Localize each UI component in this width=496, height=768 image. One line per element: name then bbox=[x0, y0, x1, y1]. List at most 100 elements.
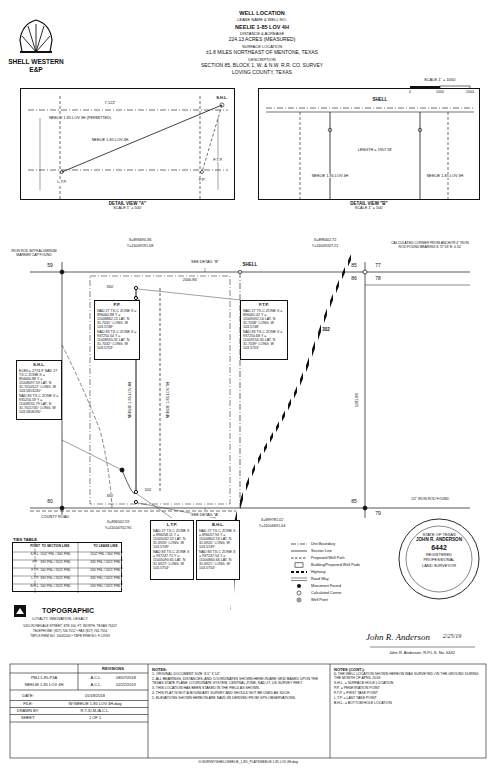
box-text: 3. THIS LOCATION HAS BEEN STAKED IN THE … bbox=[152, 687, 326, 691]
legend-text: Building/Proposed Well Pads bbox=[311, 563, 360, 567]
seal-line: PROFESSIONAL bbox=[408, 557, 470, 562]
plat-label: TELEPHONE: (817) 744-7512 • FAX (817) 74… bbox=[32, 630, 107, 634]
monuments bbox=[60, 270, 367, 510]
legend: Unit BoundarySection LineProposed Well P… bbox=[290, 540, 390, 603]
plat-label: 5281.88' bbox=[355, 392, 359, 407]
plat-label: Y=11004691.04 bbox=[258, 524, 285, 528]
legend-sample bbox=[290, 576, 308, 582]
box-text: NAD 27 TX-C ZONE X = 896057.94 Y = 11004… bbox=[199, 529, 237, 549]
box-text: NAD 83 TX-C ZONE X = 937247.54 Y = 11004… bbox=[199, 550, 237, 570]
box-text: P.P. = PENETRATION POINT bbox=[334, 687, 482, 691]
detail-view: DETAIL VIEW "B"SCALE 1" = 500' bbox=[258, 88, 480, 200]
topographic-logo bbox=[14, 605, 26, 617]
plat-label: LOVING COUNTY, TEXAS bbox=[232, 70, 293, 76]
plat-label: John R. Anderson, R.P.L.S. No. 6442 bbox=[389, 651, 456, 655]
box-heading: NOTES: bbox=[152, 668, 326, 672]
box-text: S.H.L. = SURFACE HOLE LOCATION bbox=[334, 682, 482, 686]
plat-label: 224.13 ACRES (MEASURED) bbox=[228, 37, 295, 43]
plat-label: 330' bbox=[106, 494, 114, 498]
detail-a-sketch bbox=[28, 96, 228, 200]
plat-label: DESCRIPTION bbox=[248, 58, 276, 62]
box-text: 4. THIS PLAT IS NOT A BOUNDARY SURVEY AN… bbox=[152, 692, 326, 696]
plat-label: CALCULATED CORNER FROM ANCHOR 4" IRON RO… bbox=[388, 242, 473, 249]
legend-text: Monument Found bbox=[311, 584, 341, 588]
plat-label: 1000 bbox=[436, 91, 445, 95]
box-text: ELEV.= 2774.9' NAD 27 TX-C ZONE X = 8940… bbox=[19, 369, 59, 393]
seal-text: STATE OF TEXASJOHN R. ANDERSON6442REGIST… bbox=[408, 532, 470, 568]
plat-label: 7,122' bbox=[104, 101, 116, 105]
leader-lines bbox=[62, 268, 240, 518]
seal-line: 6442 bbox=[408, 543, 470, 552]
plat-label: S.H.L. bbox=[216, 96, 228, 100]
detail-scale: SCALE 1" = 500' bbox=[21, 206, 234, 210]
plat-label: P.P. bbox=[198, 178, 205, 182]
legend-sample bbox=[290, 562, 308, 568]
plat-label: L.T.P. bbox=[57, 180, 68, 184]
table-cell: P.P. bbox=[32, 561, 38, 565]
box-heading: B.H.L. bbox=[199, 523, 237, 528]
legend-sample bbox=[290, 583, 308, 589]
table-cell: S.H.L. bbox=[30, 553, 40, 557]
detail-scale: SCALE 1" = 500' bbox=[259, 206, 479, 210]
plat-label: X=899781.02 bbox=[260, 518, 283, 522]
seal-line: LAND SURVEYOR bbox=[408, 563, 470, 568]
plat-label: 1 OF 1 bbox=[88, 716, 101, 720]
plat-label: NEELIE 1-85 LOV 3H bbox=[166, 381, 170, 419]
box-text: NAD 83 TX-C ZONE X = 937247.71 Y = 11005… bbox=[153, 550, 191, 570]
box-text: 5. ELEVATIONS SHOWN HEREON ARE NAVD 88 D… bbox=[152, 697, 326, 701]
table-cell: REVISIONS bbox=[102, 666, 125, 670]
table-heading: TIES TABLE bbox=[13, 537, 37, 543]
plat-label: TOPOGRAPHIC bbox=[42, 607, 95, 615]
table-cell: 100' FSL / 2015' FWL bbox=[90, 585, 121, 589]
plat-label: SHELL WESTERN bbox=[8, 58, 64, 65]
legend-sample bbox=[290, 590, 308, 596]
plat-label: 85 bbox=[351, 263, 357, 269]
plat-label: SHELL bbox=[242, 263, 258, 268]
plat-label: NEELIE 1-85 LOV 3H (PERMITTED) bbox=[48, 116, 111, 120]
plat-label: 0 bbox=[409, 91, 412, 95]
legend-sample bbox=[290, 548, 308, 554]
plat-label: SHEET: bbox=[21, 716, 36, 720]
box-text: NAD 27 TX-C ZONE X = 896061.02 Y = 11009… bbox=[243, 309, 285, 329]
plat-label: A.C.L. bbox=[90, 683, 102, 687]
table-cell: TO LEASE LINE bbox=[93, 545, 118, 549]
table-cell: 1102' FNL / 300' FWL bbox=[40, 553, 71, 557]
table-cell: 330' FNL / 2015' FWL bbox=[90, 561, 121, 565]
table-cell: F.T.P. bbox=[31, 569, 39, 573]
title-text: WELL LOCATION bbox=[239, 10, 285, 16]
table-cell: L.T.P. bbox=[31, 577, 40, 581]
plat-label: Y=11009191.08 bbox=[126, 244, 153, 248]
box-text: NAD 27 TX-C ZONE X = 896060.88 Y = 11008… bbox=[97, 309, 137, 329]
box-heading: L.T.P. bbox=[153, 523, 191, 528]
plat-label: NEELIE 1-85 LOV 4H bbox=[91, 138, 129, 142]
legend-text: Well Point bbox=[311, 598, 328, 602]
table-cell: 330' FNL / 2015' FWL bbox=[40, 561, 71, 565]
plat-label: LOYALTY. INNOVATION. LEGACY bbox=[32, 618, 88, 622]
legend-sample bbox=[290, 541, 308, 547]
detail-title: DETAIL VIEW "B" bbox=[259, 201, 479, 206]
legend-row: Building/Proposed Well Pads bbox=[290, 561, 390, 568]
plat-label: DATE: bbox=[22, 694, 34, 698]
plat-label: DISTANCE & ACREAGE bbox=[240, 32, 285, 36]
table-cell: TO SECTION LINE bbox=[41, 545, 69, 549]
box-text: B.H.L. = BOTTOM HOLE LOCATION bbox=[334, 702, 482, 706]
legend-sample bbox=[290, 569, 308, 575]
box-text: NAD 83 TX-C ZONE X = 935250.59 Y = 11008… bbox=[19, 394, 59, 414]
plat-label: 86 bbox=[351, 276, 357, 282]
plat-label: Y=11009207.21 bbox=[311, 244, 338, 248]
plat-label: E&P bbox=[29, 66, 43, 73]
plat-label: 2/25/19 bbox=[442, 633, 461, 640]
plat-label: NEELIE 1-85 LOV 3H bbox=[426, 174, 464, 178]
signature-line bbox=[370, 647, 475, 648]
box-text: NAD 83 TX-C ZONE X = 937250.54 Y = 11008… bbox=[97, 330, 137, 350]
table-cell: 100' FNL / 2015' FWL bbox=[90, 569, 121, 573]
legend-row: Unit Boundary bbox=[290, 540, 390, 547]
box-heading: NOTES (CONT.): bbox=[334, 668, 482, 672]
plat-label: 59 bbox=[47, 263, 53, 269]
legend-text: Section Line bbox=[311, 549, 332, 553]
legend-row: Section Line bbox=[290, 547, 390, 554]
roads bbox=[30, 255, 352, 610]
detail-caption: DETAIL VIEW "A"SCALE 1" = 500' bbox=[21, 199, 234, 211]
seal-line: STATE OF TEXAS bbox=[408, 532, 470, 537]
plat-label: TBPLS FIRM NO. 10045100 • TBPE FIRM NO. … bbox=[30, 635, 110, 639]
